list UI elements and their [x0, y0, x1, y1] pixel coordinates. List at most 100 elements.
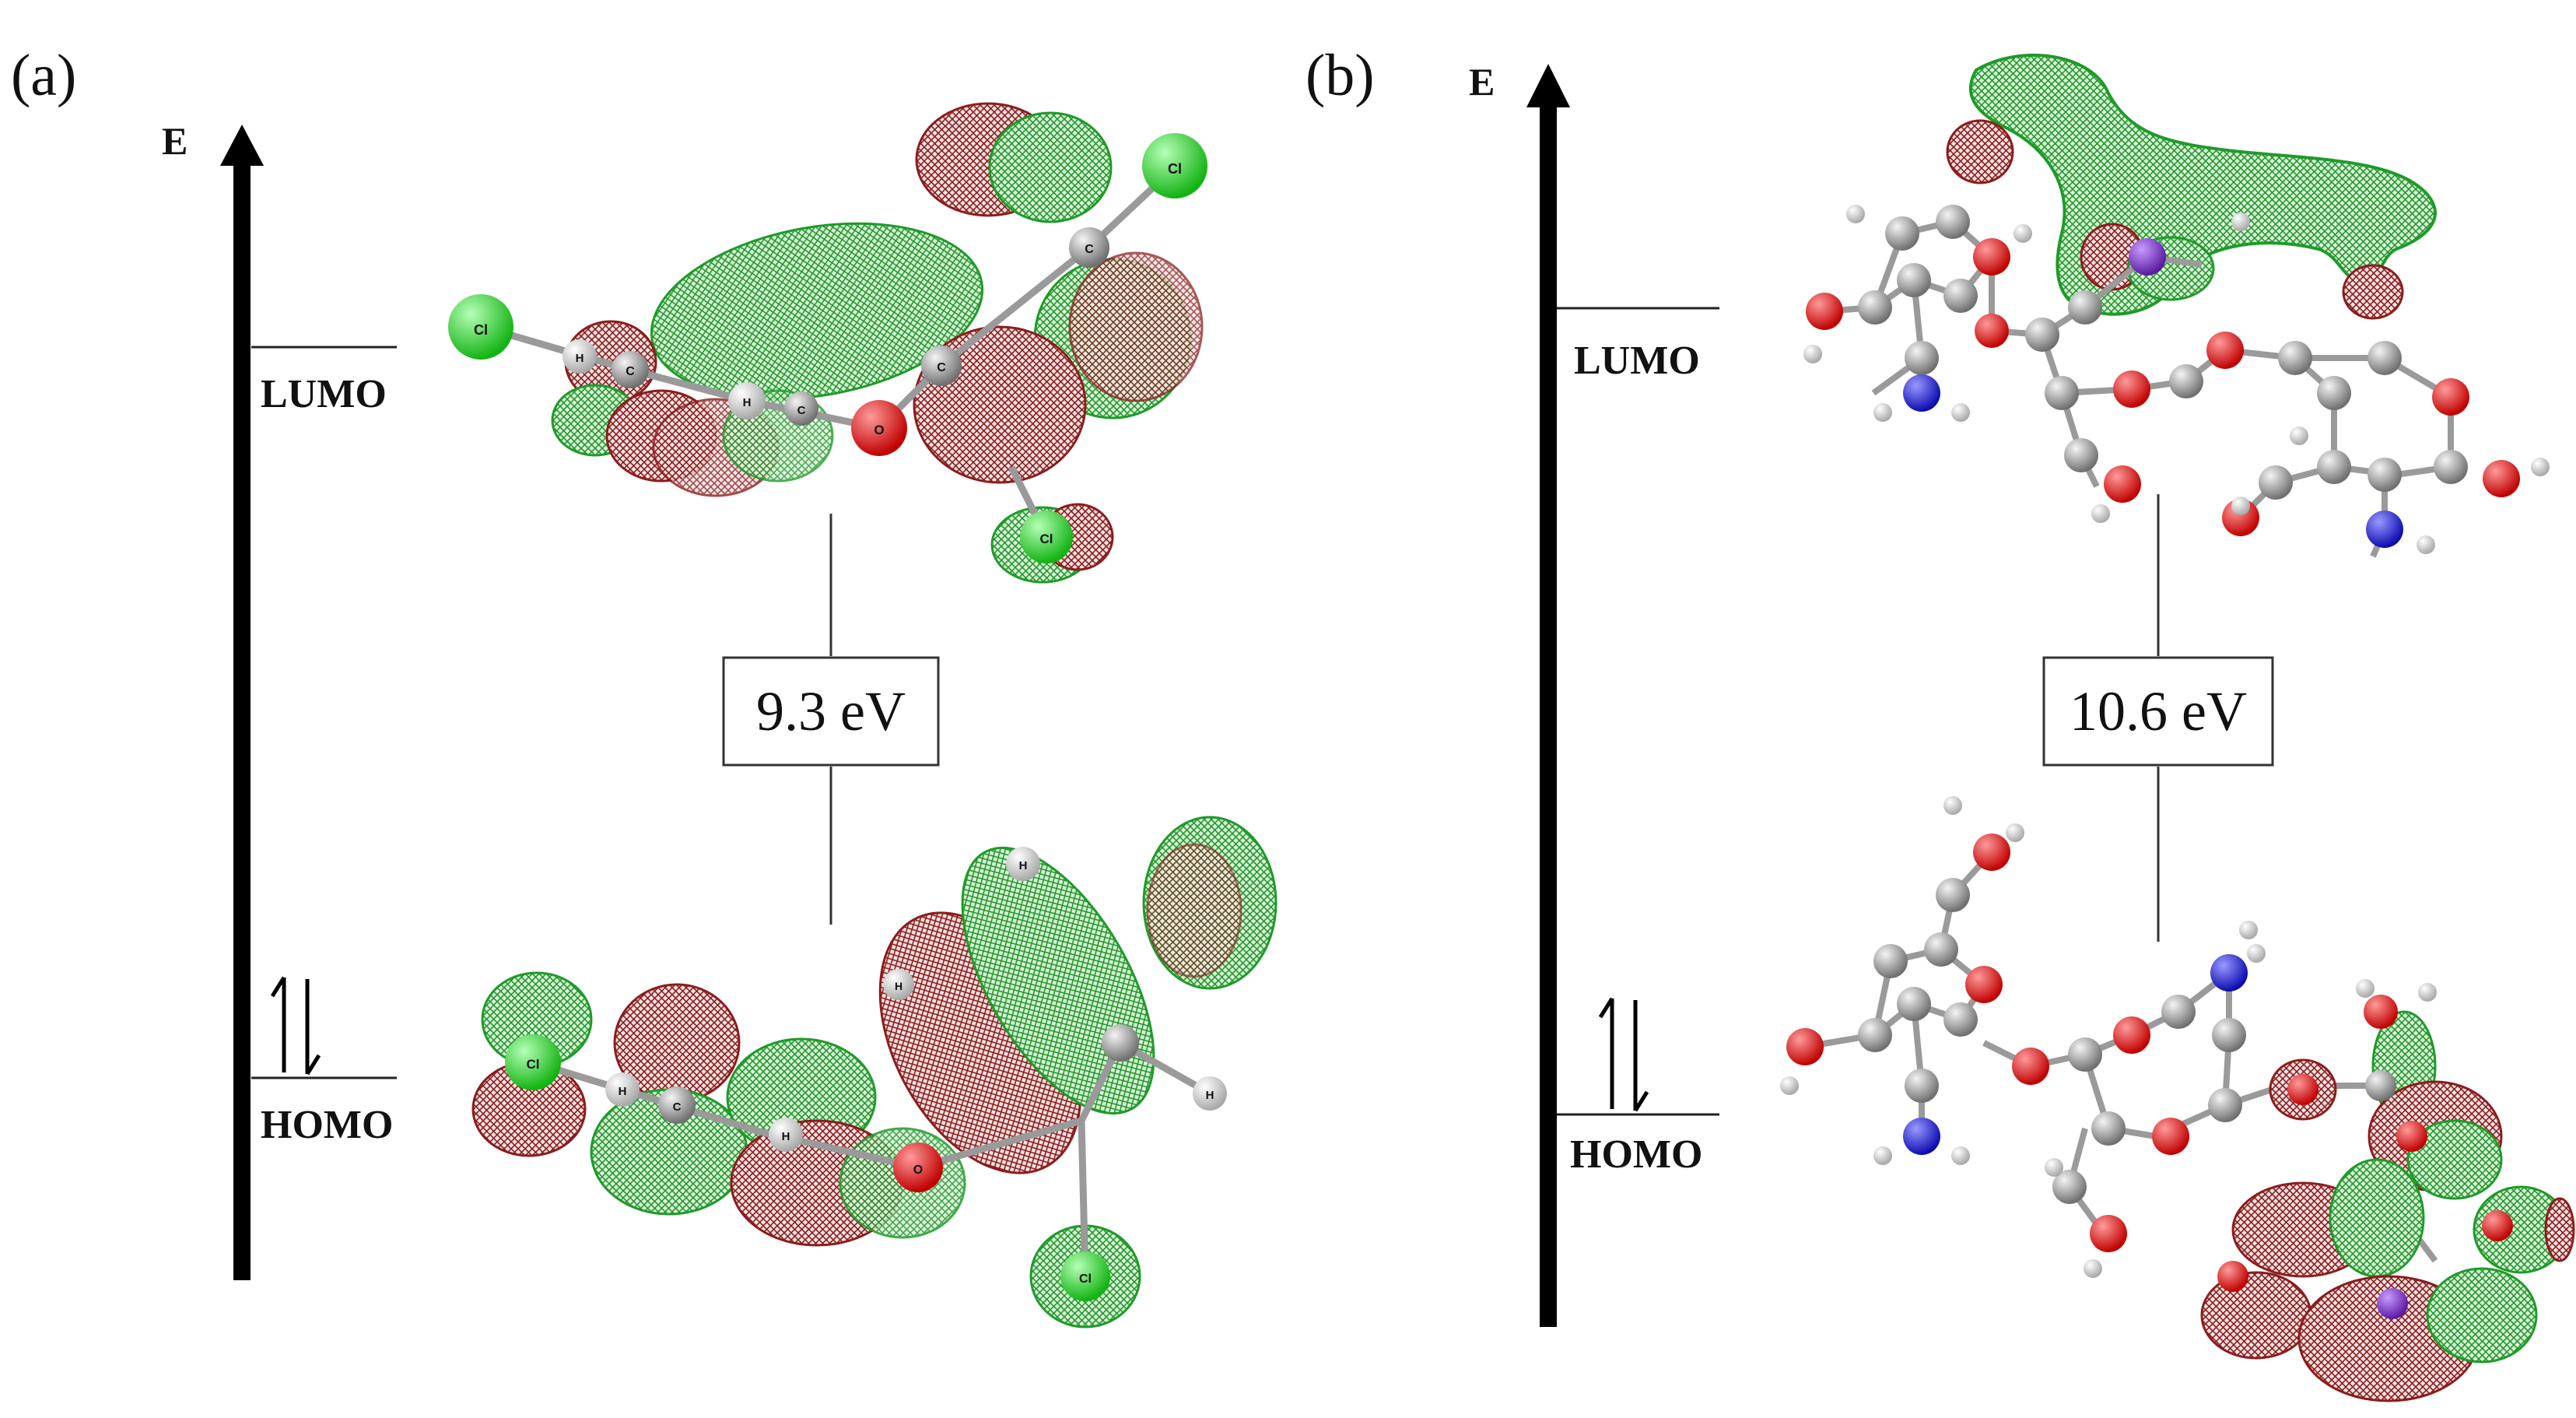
carbon-atom — [2052, 1170, 2087, 1204]
panel-a: (a) E LUMO HOMO 9.3 eV — [11, 43, 1277, 1328]
carbon-atom — [2068, 290, 2102, 325]
carbon-atom — [1905, 1069, 1939, 1103]
hydrogen-atom — [2013, 224, 2032, 243]
svg-text:Cl: Cl — [1040, 532, 1053, 546]
carbon-atom — [1943, 279, 1978, 313]
svg-text:H: H — [576, 352, 584, 365]
hydrogen-atom — [2418, 983, 2437, 1002]
carbon-atom — [1936, 205, 1970, 239]
oxygen-atom — [2364, 995, 2398, 1029]
panel-b-lumo-atoms — [1803, 205, 2550, 554]
carbon-atom — [1936, 878, 1970, 912]
panel-b-homo-label: HOMO — [1570, 1132, 1702, 1177]
carbon-atom — [2045, 376, 2079, 410]
hydrogen-atom — [1193, 1076, 1227, 1111]
oxygen-atom — [2222, 499, 2259, 536]
carbon-atom — [784, 391, 818, 426]
panel-a-gap-box — [722, 656, 940, 767]
carbon-atom — [2367, 341, 2402, 375]
oxygen-atom — [2104, 465, 2141, 503]
hydrogen-atom — [2290, 426, 2308, 445]
lumo-lobe — [1946, 119, 2014, 184]
carbon-atom — [2434, 450, 2468, 484]
svg-text:C: C — [797, 404, 806, 417]
panel-a-gap-label: 9.3 eV — [756, 680, 906, 742]
svg-text:H: H — [895, 980, 902, 992]
svg-text:H: H — [743, 396, 752, 409]
chlorine-atom — [1142, 133, 1207, 198]
hydrogen-atom — [2247, 944, 2266, 963]
hydrogen-atom — [563, 339, 597, 374]
oxygen-atom — [1973, 238, 2010, 276]
carbon-atom — [1924, 932, 1958, 967]
carbon-atom — [1069, 227, 1109, 268]
svg-text:H: H — [619, 1085, 627, 1098]
panel-b-homo-atoms — [1780, 796, 2513, 1319]
panel-a-homo-label: HOMO — [261, 1103, 393, 1147]
chlorine-atom — [505, 1034, 561, 1090]
carbon-atom — [2212, 1018, 2246, 1052]
hydrogen-atom — [1873, 403, 1892, 422]
svg-text:C: C — [673, 1100, 682, 1114]
svg-text:Cl: Cl — [1168, 161, 1182, 177]
oxygen-atom — [1965, 966, 2003, 1003]
chlorine-atom — [448, 294, 513, 360]
hydrogen-atom — [2231, 497, 2250, 515]
panel-a-lumo-atoms: Cl C Cl H C H C O C Cl — [448, 133, 1207, 563]
carbon-atom — [2064, 438, 2098, 472]
panel-a-homo-orbital — [471, 816, 1277, 1328]
carbon-atom — [1897, 987, 1931, 1021]
carbon-atom — [1873, 944, 1908, 978]
carbon-atom — [2068, 1037, 2102, 1072]
carbon-atom — [2317, 450, 2351, 484]
hydrogen-atom — [2239, 921, 2258, 939]
carbon-atom — [2161, 995, 2196, 1029]
hydrogen-atom — [2084, 1259, 2102, 1278]
oxygen-atom — [893, 1142, 943, 1192]
svg-text:H: H — [1019, 859, 1028, 872]
carbon-atom — [2367, 458, 2402, 492]
carbon-atom — [921, 346, 962, 386]
lumo-lobe — [650, 222, 984, 401]
hydrogen-atom — [1873, 1146, 1892, 1165]
carbon-atom — [2169, 364, 2203, 398]
hydrogen-atom — [1006, 847, 1040, 881]
panel-b: (b) E LUMO HOMO 10.6 eV — [1306, 43, 2575, 1402]
carbon-atom — [1897, 263, 1931, 297]
homo-lobe — [1146, 843, 1242, 978]
chlorine-atom — [1060, 1251, 1110, 1301]
svg-text:C: C — [937, 361, 946, 374]
panel-b-homo-orbital — [2200, 1010, 2575, 1402]
oxygen-atom — [851, 400, 907, 456]
svg-text:O: O — [874, 423, 884, 437]
nitrogen-atom — [2366, 511, 2403, 548]
oxygen-atom — [2113, 1016, 2150, 1054]
oxygen-atom — [2152, 1118, 2189, 1155]
lumo-lobe — [1068, 251, 1204, 402]
chlorine-atom — [1020, 511, 1073, 563]
hydrogen-atom — [883, 969, 914, 1000]
hydrogen-atom — [2356, 979, 2374, 998]
carbon-atom — [1943, 1002, 1978, 1037]
oxygen-atom — [2206, 332, 2244, 369]
carbon-atom — [612, 351, 649, 388]
panel-a-label: (a) — [11, 43, 76, 108]
homo-lobe — [2544, 1197, 2575, 1262]
hydrogen-atom — [1803, 345, 1822, 363]
oxygen-atom — [2482, 1210, 2513, 1241]
panel-b-lumo-label: LUMO — [1574, 339, 1700, 383]
carbon-atom — [2208, 1088, 2242, 1122]
panel-a-lumo-orbital — [551, 102, 1204, 584]
svg-text:Cl: Cl — [474, 322, 488, 338]
carbon-atom — [2365, 1070, 2396, 1101]
carbon-atom — [2317, 376, 2351, 410]
panel-b-axis-label: E — [1469, 60, 1495, 104]
hydrogen-atom — [769, 1118, 803, 1152]
carbon-atom — [658, 1086, 696, 1124]
panel-b-gap-box — [2042, 656, 2274, 767]
oxygen-atom — [2396, 1121, 2427, 1152]
hydrogen-atom — [2531, 458, 2550, 476]
nitrogen-atom — [1903, 374, 1940, 412]
hydrogen-atom — [2091, 504, 2110, 523]
